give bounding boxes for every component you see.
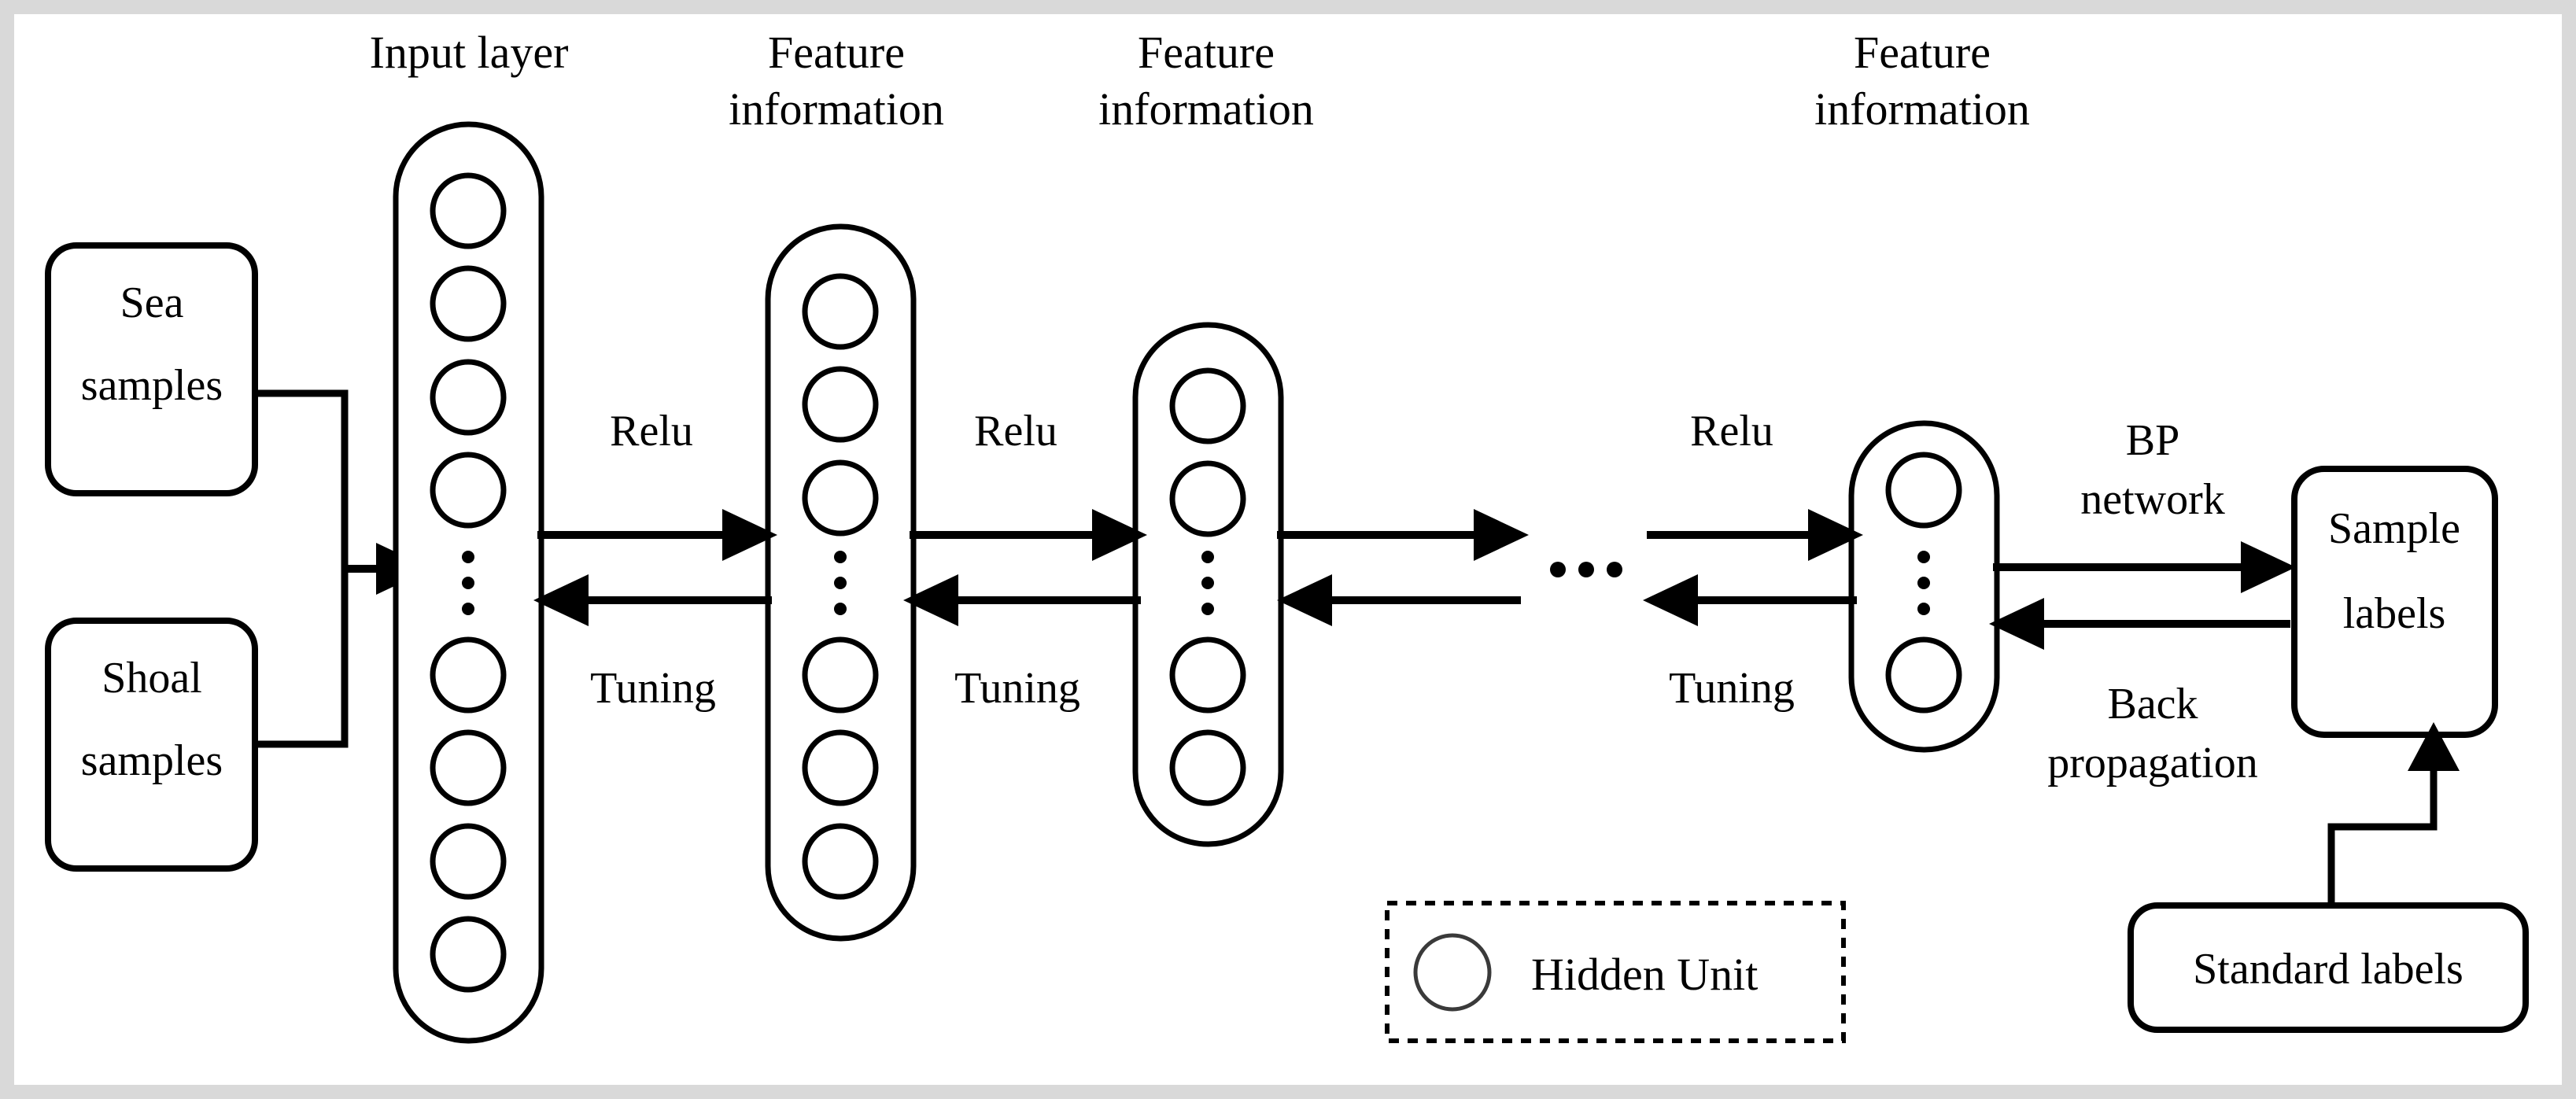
hidden-layer-2-vertical-ellipsis-icon (1201, 551, 1214, 615)
hidden-unit-circle-icon (1169, 636, 1246, 714)
column-header-line1: Feature (768, 27, 905, 78)
edge-backward-3 (1277, 574, 1521, 626)
shoal-samples-box[interactable]: Shoal samples (45, 618, 258, 872)
column-header-line2: information (729, 83, 944, 135)
hidden-unit-circle-icon (430, 729, 507, 806)
hidden-unit-circle-icon (430, 359, 507, 436)
edge-back-propagation-label-line1: Back (2107, 680, 2198, 728)
edge-forward-2-label: Relu (974, 407, 1057, 455)
edge-forward-1: Relu (537, 407, 777, 561)
standard-labels-label: Standard labels (2193, 945, 2463, 994)
edge-backward-1-label: Tuning (590, 664, 716, 713)
column-header-feature-2: Feature information (1098, 27, 1314, 135)
edge-bp-network: BP network (1993, 416, 2296, 593)
edge-forward-3-arrowhead (1474, 509, 1529, 561)
hidden-layer-1-capsule-group[interactable] (765, 223, 917, 942)
edge-backward-1: Tuning (533, 574, 772, 713)
shoal-samples-label-line2: samples (81, 736, 223, 785)
edge-forward-1-arrowhead (722, 509, 777, 561)
hidden-unit-circle-icon (802, 823, 879, 900)
column-header-feature-1: Feature information (729, 27, 944, 135)
edge-backward-2-label: Tuning (954, 664, 1080, 713)
sample-labels-line2: labels (2343, 589, 2446, 638)
hidden-unit-circle-icon (802, 636, 879, 714)
standard-labels-arrowhead (2408, 722, 2460, 771)
hidden-unit-circle-icon (802, 366, 879, 443)
hidden-unit-circle-icon (1169, 729, 1246, 806)
edge-bp-network-label-line1: BP (2126, 416, 2180, 465)
edge-forward-2-arrowhead (1092, 509, 1147, 561)
column-header-line2: information (1814, 83, 2030, 135)
hidden-unit-circle-icon (1413, 933, 1492, 1012)
shoal-samples-label-line1: Shoal (101, 654, 202, 703)
edge-back-propagation-label-line2: propagation (2047, 739, 2257, 787)
hidden-unit-circle-icon (1169, 367, 1246, 444)
hidden-unit-circle-icon (802, 459, 879, 537)
legend: Hidden Unit (1385, 901, 1846, 1043)
hidden-unit-circle-icon (430, 823, 507, 900)
column-header-line1: Feature (1138, 27, 1275, 78)
input-merge-bracket (255, 389, 349, 748)
hidden-unit-circle-icon (430, 636, 507, 714)
standard-labels-box-shape (2128, 902, 2529, 1033)
edge-forward-4-label: Relu (1690, 407, 1773, 455)
column-header-line2: information (1098, 83, 1314, 135)
edge-forward-1-label: Relu (610, 407, 693, 455)
sea-samples-label-line1: Sea (120, 278, 184, 327)
hidden-unit-circle-icon (802, 729, 879, 806)
edge-backward-2: Tuning (903, 574, 1141, 713)
edge-backward-4: Tuning (1643, 574, 1857, 713)
edge-forward-2: Relu (910, 407, 1147, 561)
legend-label: Hidden Unit (1531, 949, 1758, 1000)
sample-labels-box-shape (2291, 466, 2498, 738)
edge-bp-network-label-line2: network (2080, 475, 2225, 524)
continuation-ellipsis-icon (1550, 562, 1622, 577)
hidden-unit-circle-icon (430, 452, 507, 529)
hidden-unit-circle-icon (1169, 460, 1246, 537)
sea-samples-box-shape (45, 242, 258, 496)
edge-backward-4-label: Tuning (1669, 664, 1795, 713)
sample-labels-box[interactable]: Sample labels (2291, 466, 2498, 738)
edge-bp-network-arrowhead (2241, 541, 2296, 593)
sea-samples-label-line2: samples (81, 361, 223, 410)
column-header-line1: Input layer (370, 27, 569, 78)
edge-backward-4-arrowhead (1643, 574, 1698, 626)
hidden-layer-2-capsule-group[interactable] (1132, 322, 1284, 847)
neural-network-diagram: Input layer Feature information Feature … (45, 27, 2529, 1044)
diagram-canvas: Input layer Feature information Feature … (14, 14, 2562, 1085)
edge-forward-4: Relu (1647, 407, 1863, 561)
edge-back-propagation: Back propagation (1989, 598, 2290, 787)
hidden-unit-circle-icon (430, 916, 507, 993)
hidden-layer-1-vertical-ellipsis-icon (834, 551, 847, 615)
hidden-unit-circle-icon (1885, 452, 1962, 529)
edge-back-propagation-arrowhead (1989, 598, 2044, 650)
hidden-unit-circle-icon (802, 273, 879, 350)
column-header-input-layer: Input layer (370, 27, 569, 78)
standard-labels-connector-path (2327, 769, 2438, 905)
column-header-feature-n: Feature information (1814, 27, 2030, 135)
input-layer-capsule-group[interactable] (393, 121, 544, 1044)
edge-backward-3-arrowhead (1277, 574, 1332, 626)
column-header-line1: Feature (1854, 27, 1991, 78)
edge-backward-1-arrowhead (533, 574, 589, 626)
edge-backward-2-arrowhead (903, 574, 958, 626)
hidden-unit-circle-icon (430, 265, 507, 342)
input-layer-vertical-ellipsis-icon (462, 551, 474, 615)
sample-labels-line1: Sample (2328, 504, 2460, 553)
hidden-unit-circle-icon (430, 172, 507, 249)
sea-samples-box[interactable]: Sea samples (45, 242, 258, 496)
hidden-unit-circle-icon (1885, 636, 1962, 714)
standard-labels-connector (2327, 722, 2460, 905)
hidden-layer-n-capsule-group[interactable] (1848, 420, 2000, 753)
standard-labels-box[interactable]: Standard labels (2128, 902, 2529, 1033)
edge-forward-3 (1277, 509, 1529, 561)
hidden-layer-n-vertical-ellipsis-icon (1917, 551, 1930, 615)
edge-forward-4-arrowhead (1808, 509, 1863, 561)
